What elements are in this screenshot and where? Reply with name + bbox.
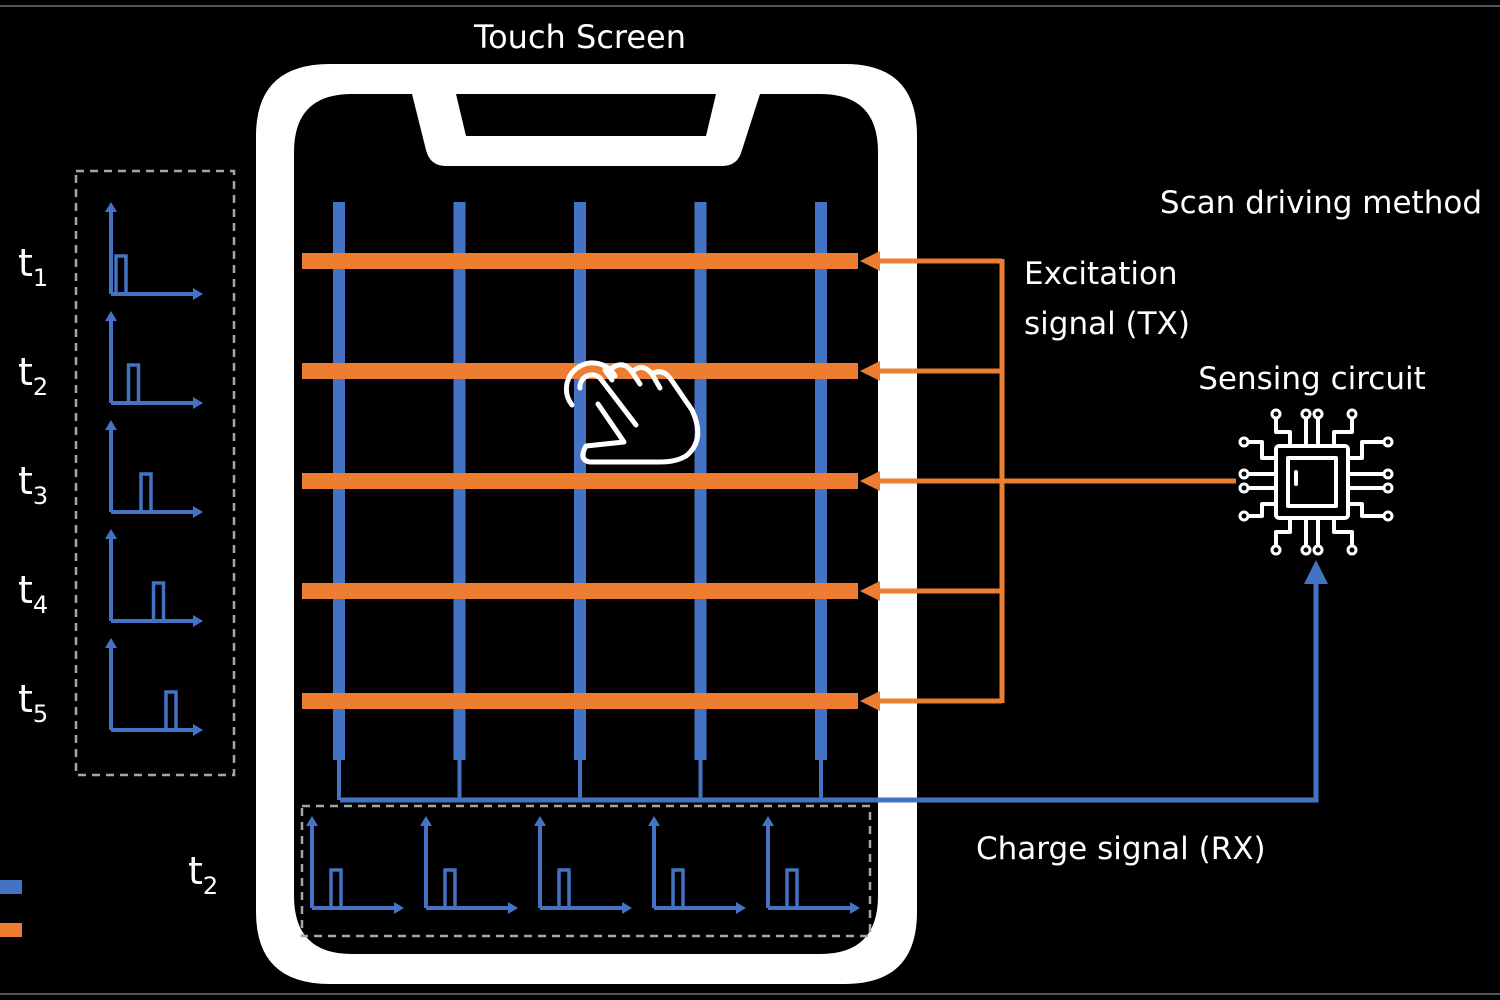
rx-channel-waveform [420, 816, 518, 914]
rx-channel-waveform [648, 816, 746, 914]
sensing-circuit-label: Sensing circuit [1198, 361, 1426, 397]
tx-arrowhead [860, 581, 880, 601]
tx-bus-lines [860, 251, 1236, 711]
tx-electrode [302, 363, 858, 379]
method-label: Scan driving method [1160, 185, 1482, 221]
time-step-waveform [105, 311, 203, 409]
rx-channel-waveform [762, 816, 860, 914]
time-step-label: t3 [18, 459, 48, 510]
tx-electrode [302, 253, 858, 269]
microchip-icon [1238, 408, 1394, 556]
rx-arrowhead [1304, 560, 1328, 584]
hand-pointer-tap-icon [563, 360, 701, 465]
tx-arrowhead [860, 361, 880, 381]
tx-electrode [302, 473, 858, 489]
tx-electrode [302, 693, 858, 709]
time-step-waveform [105, 420, 203, 518]
time-steps-panel [74, 169, 236, 777]
tx-electrode [302, 583, 858, 599]
rx-bus-line [340, 560, 1328, 803]
time-step-waveform [105, 202, 203, 300]
legend-tx-swatch [0, 923, 22, 937]
time-step-label: t2 [18, 350, 48, 401]
time-step-label: t1 [18, 241, 48, 292]
tx-electrodes [302, 253, 858, 709]
time-step-label: t4 [18, 568, 48, 619]
time-step-label: t5 [18, 677, 48, 728]
touch-screen-title: Touch Screen [473, 18, 686, 56]
tx-label-line2: signal (TX) [1024, 306, 1190, 342]
tx-arrowhead [860, 471, 880, 491]
time-step-waveform [105, 529, 203, 627]
time-step-list: t1 t2 t3 t4 t5 [18, 202, 203, 736]
rx-channel-waveform [306, 816, 404, 914]
rx-snapshot-time-label: t2 [188, 849, 218, 900]
tx-arrowhead [860, 251, 880, 271]
time-step-waveform [105, 638, 203, 736]
legend-rx-swatch [0, 880, 22, 894]
smartphone-outline-icon [256, 64, 917, 984]
tx-arrowhead [860, 691, 880, 711]
rx-label: Charge signal (RX) [976, 831, 1266, 867]
rx-channel-waveform [534, 816, 632, 914]
rx-electrodes [333, 202, 827, 800]
rx-snapshot-waveforms [306, 816, 860, 914]
tx-label-line1: Excitation [1024, 256, 1178, 292]
phone-notch [456, 94, 716, 136]
rx-snapshot-panel [300, 804, 872, 938]
